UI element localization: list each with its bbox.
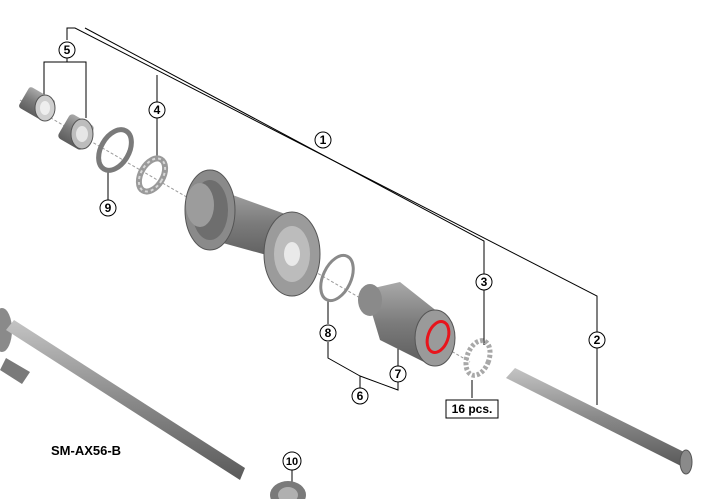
leader-lines bbox=[43, 27, 598, 490]
callout-10: 10 bbox=[282, 451, 302, 471]
callout-4-number: 4 bbox=[154, 103, 161, 117]
callout-9: 9 bbox=[99, 199, 117, 217]
callout-1-number: 1 bbox=[320, 133, 327, 147]
quantity-label: 16 pcs. bbox=[452, 402, 493, 416]
part-axle-cap bbox=[270, 481, 306, 504]
callout-6: 6 bbox=[351, 387, 369, 405]
part-cone-nut bbox=[58, 114, 94, 150]
part-hub-body bbox=[184, 169, 321, 297]
callout-3: 3 bbox=[475, 273, 493, 291]
callout-8-number: 8 bbox=[325, 326, 332, 340]
callout-5: 5 bbox=[58, 41, 76, 59]
part-loose-balls bbox=[463, 338, 493, 378]
callout-10-number: 10 bbox=[286, 456, 298, 468]
callout-2: 2 bbox=[588, 331, 606, 349]
part-thru-axle bbox=[0, 308, 245, 480]
callout-7-number: 7 bbox=[395, 367, 402, 381]
callout-4: 4 bbox=[148, 101, 166, 119]
callout-3-number: 3 bbox=[481, 275, 488, 289]
callout-8: 8 bbox=[319, 324, 337, 342]
part-bearing-ring bbox=[135, 155, 169, 195]
callout-7: 7 bbox=[389, 365, 407, 383]
callout-5-number: 5 bbox=[64, 43, 71, 57]
callout-6-number: 6 bbox=[357, 389, 364, 403]
quantity-label-box: 16 pcs. bbox=[445, 399, 499, 419]
callout-9-number: 9 bbox=[105, 201, 112, 215]
part-lock-nut bbox=[19, 87, 56, 122]
part-spacer-ring bbox=[319, 253, 355, 303]
part-freehub-body bbox=[358, 282, 456, 367]
model-label: SM-AX56-B bbox=[51, 443, 121, 458]
callout-1: 1 bbox=[314, 131, 332, 149]
part-axle bbox=[506, 368, 693, 475]
part-seal-ring bbox=[96, 127, 134, 173]
callout-2-number: 2 bbox=[594, 333, 601, 347]
highlighted-seal bbox=[425, 320, 451, 354]
